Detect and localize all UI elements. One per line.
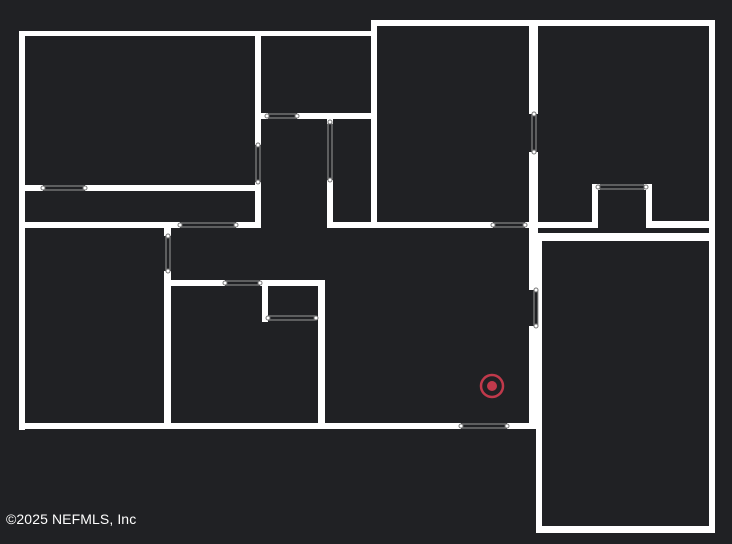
hinge-dot — [177, 222, 183, 228]
walls — [19, 20, 715, 533]
hinge-dot — [327, 119, 333, 125]
hinge-dot — [458, 423, 464, 429]
hinge-dot — [504, 423, 510, 429]
window — [255, 144, 261, 183]
window — [492, 222, 526, 228]
wall — [507, 423, 536, 429]
hinge-dot — [82, 185, 88, 191]
wall — [19, 185, 43, 191]
window — [179, 222, 237, 228]
wall — [536, 222, 598, 228]
copyright-notice: ©2025 NEFMLS, Inc — [6, 511, 137, 527]
wall — [371, 20, 377, 228]
window — [266, 113, 298, 119]
opening-hinges — [40, 111, 649, 429]
wall — [327, 222, 493, 228]
wall — [327, 180, 333, 228]
hinge-dot — [531, 111, 537, 117]
hinge-dot — [165, 233, 171, 239]
wall — [646, 184, 652, 228]
hinge-dot — [643, 184, 649, 190]
hinge-dot — [313, 315, 319, 321]
wall — [536, 233, 715, 241]
hinge-dot — [257, 280, 263, 286]
wall — [19, 222, 180, 228]
hinge-dot — [255, 142, 261, 148]
hinge-dot — [264, 113, 270, 119]
hinge-dot — [255, 179, 261, 185]
wall — [164, 271, 171, 429]
window — [531, 113, 537, 153]
wall — [258, 113, 268, 119]
wall — [85, 185, 258, 191]
hinge-dot — [522, 222, 528, 228]
hinge-dot — [233, 222, 239, 228]
hinge-dot — [533, 287, 539, 293]
window — [224, 280, 261, 286]
wall — [592, 184, 598, 228]
hinge-dot — [222, 280, 228, 286]
location-target-icon[interactable] — [479, 373, 505, 399]
window — [533, 289, 539, 327]
wall — [297, 113, 375, 119]
window — [42, 185, 86, 191]
wall — [164, 228, 171, 236]
wall — [262, 280, 268, 322]
openings — [42, 113, 647, 429]
wall — [164, 280, 225, 286]
wall — [19, 31, 25, 430]
wall — [536, 236, 542, 533]
wall — [646, 221, 715, 228]
wall — [255, 182, 261, 228]
wall — [529, 326, 538, 429]
hinge-dot — [40, 185, 46, 191]
window — [597, 184, 647, 190]
wall — [318, 280, 325, 429]
wall — [236, 222, 261, 228]
hinge-dot — [165, 268, 171, 274]
wall — [19, 423, 461, 429]
hinge-dot — [595, 184, 601, 190]
wall — [536, 526, 715, 533]
hinge-dot — [294, 113, 300, 119]
wall — [529, 240, 538, 290]
wall — [529, 152, 538, 240]
window — [267, 315, 317, 321]
wall — [709, 20, 715, 533]
window — [165, 235, 171, 272]
wall — [19, 31, 260, 36]
window — [327, 121, 333, 181]
hinge-dot — [265, 315, 271, 321]
wall — [255, 31, 261, 145]
hinge-dot — [327, 177, 333, 183]
wall — [529, 20, 538, 114]
hinge-dot — [531, 149, 537, 155]
wall — [373, 20, 715, 26]
wall — [260, 280, 325, 286]
hinge-dot — [490, 222, 496, 228]
wall — [258, 31, 375, 36]
hinge-dot — [533, 323, 539, 329]
window — [460, 423, 508, 429]
